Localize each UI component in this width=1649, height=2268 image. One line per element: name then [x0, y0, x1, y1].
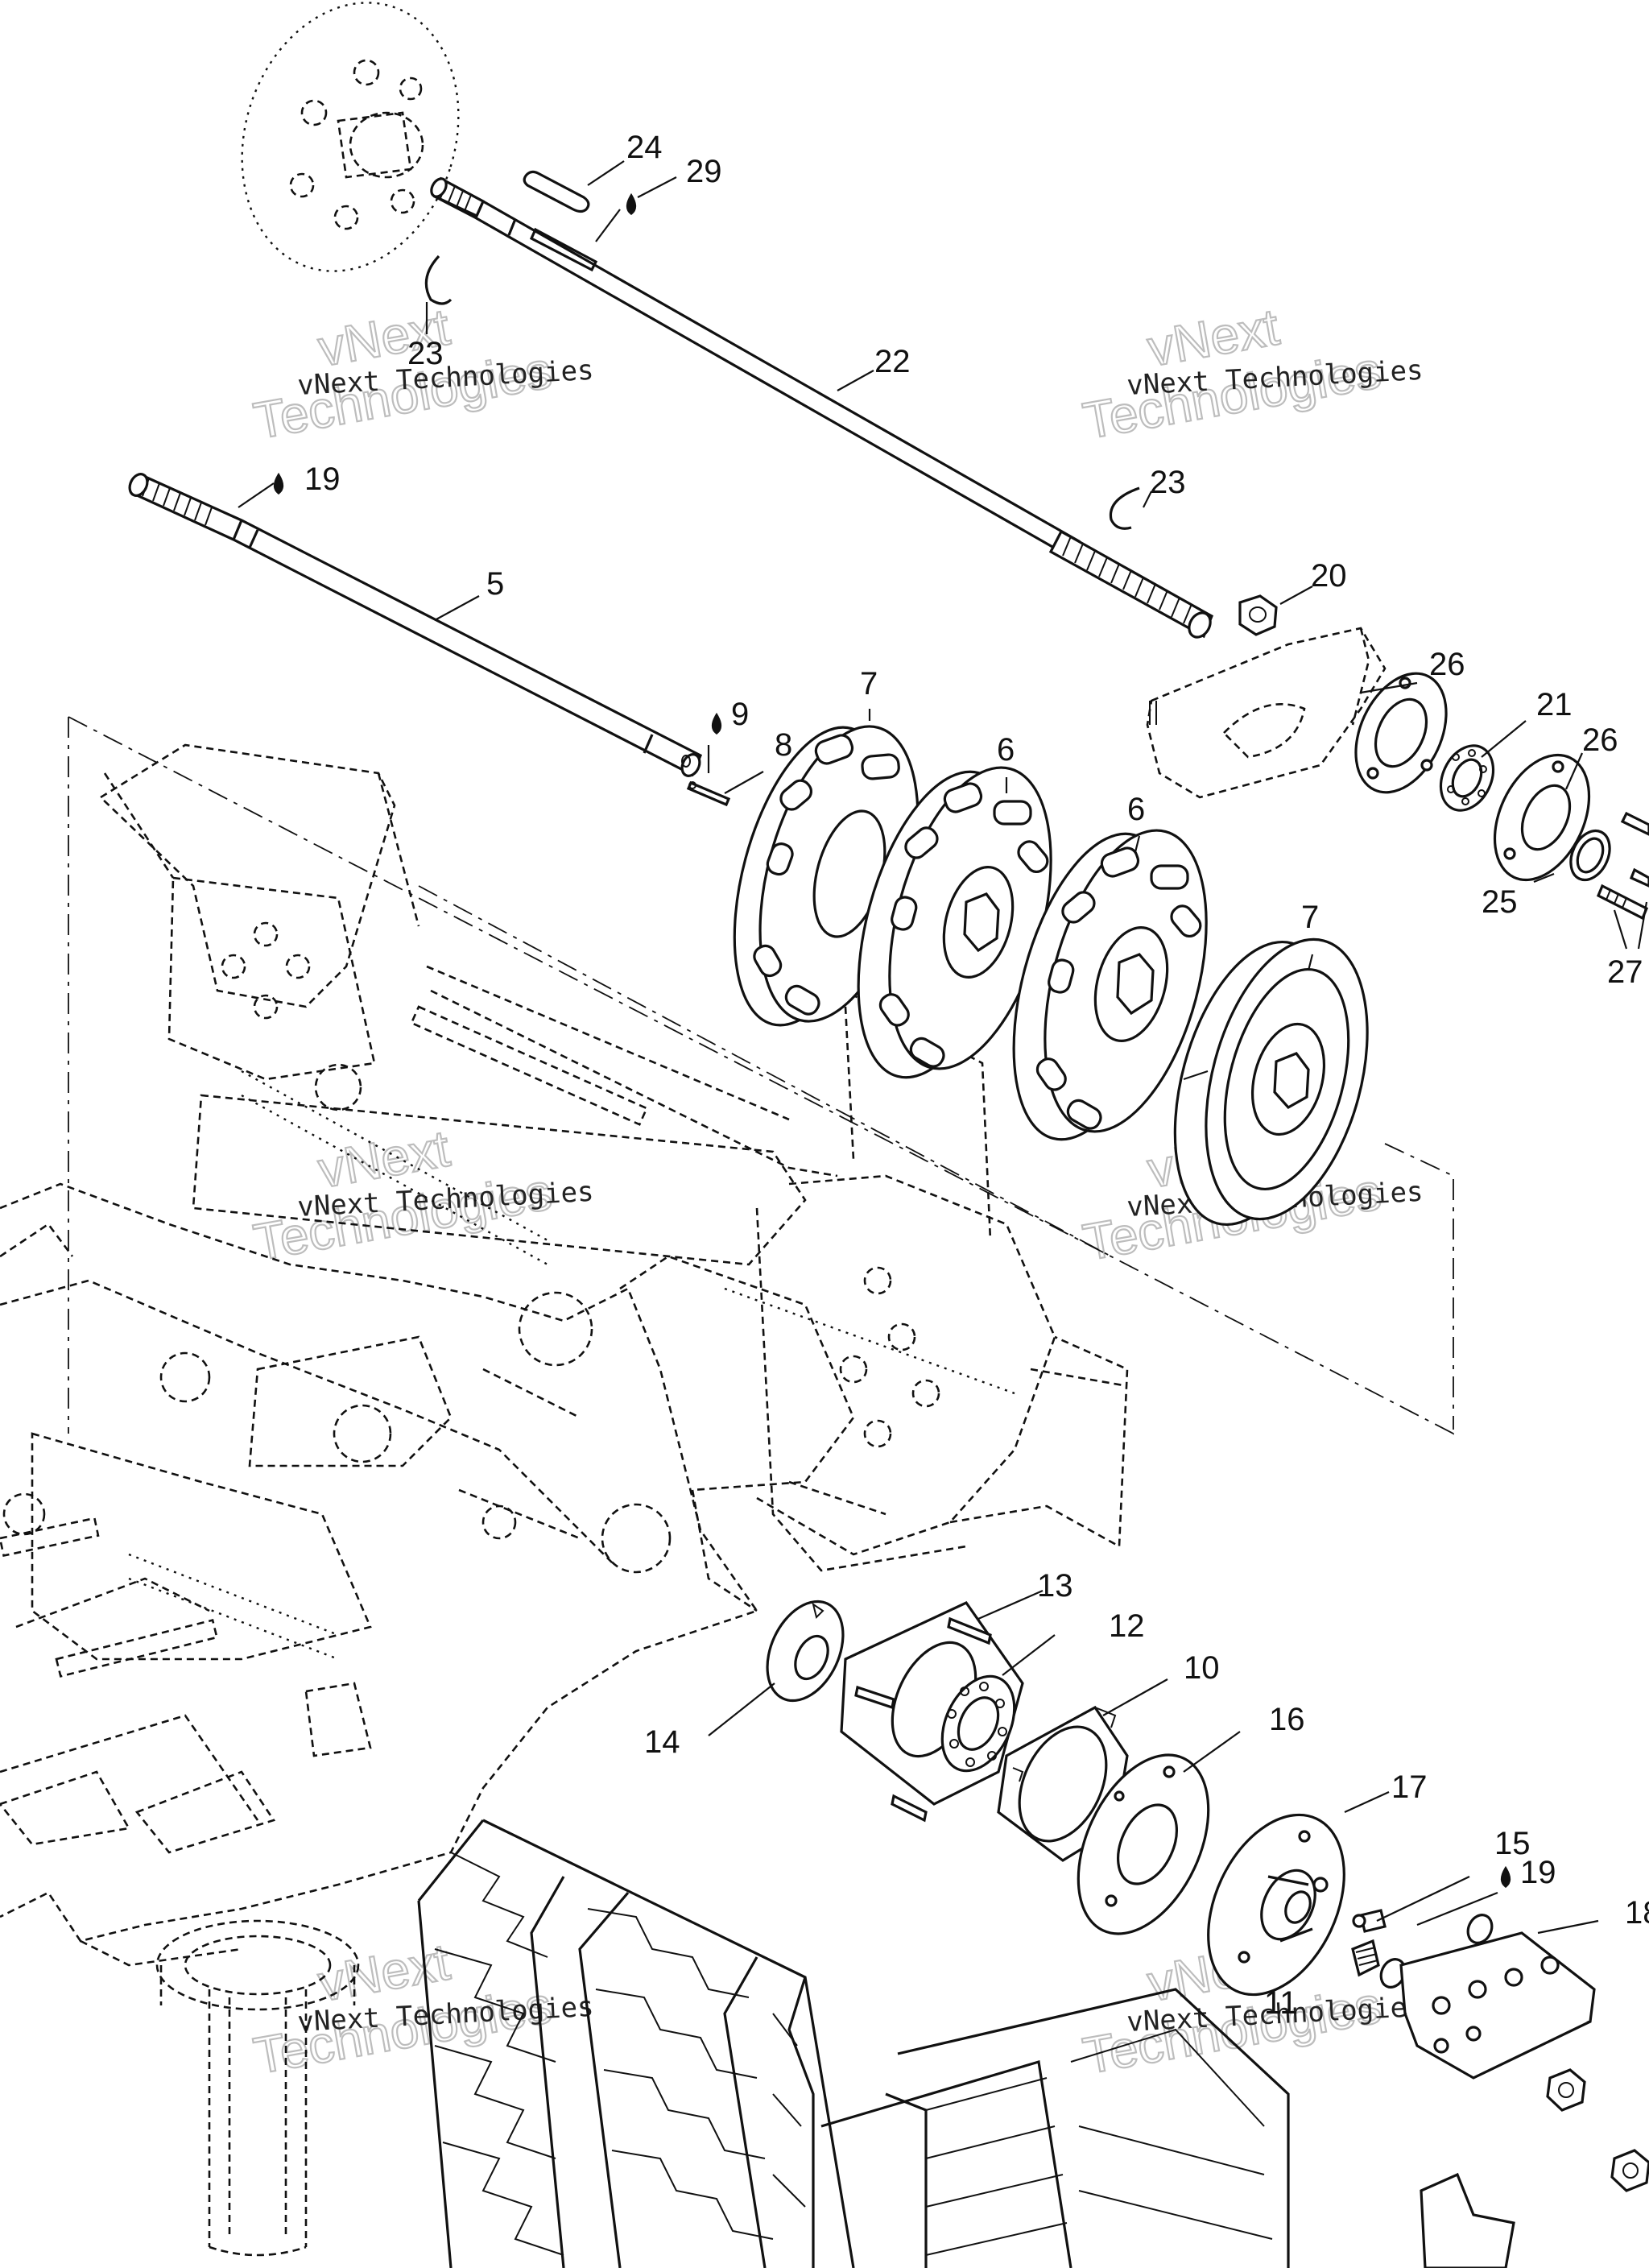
callout-26-right: 26 — [1582, 722, 1618, 758]
callout-27: 27 — [1607, 954, 1643, 990]
callout-8: 8 — [775, 727, 792, 763]
grease-drop-icon — [273, 472, 284, 495]
watermark-2: vNext Technologies vNext Technologies — [1078, 296, 1424, 451]
bearing-flange — [1493, 753, 1591, 882]
pin — [686, 780, 731, 807]
callout-6-right: 6 — [1127, 792, 1145, 827]
callout-26: 26 — [1429, 647, 1465, 682]
pivot-post — [155, 1919, 360, 2257]
callout-7: 7 — [860, 666, 878, 702]
sprocket-6a — [857, 766, 1052, 1079]
brake-disc-phantom — [241, 2, 460, 272]
callout-10: 10 — [1184, 1650, 1220, 1686]
bolts — [1596, 811, 1649, 921]
axle-bracket — [1379, 1914, 1596, 2080]
watermark-1: vNext Technologies vNext Technologies — [249, 296, 595, 451]
sprocket-6b — [1012, 829, 1208, 1141]
grease-drop-icon — [626, 192, 637, 216]
callout-11: 11 — [1264, 1985, 1298, 2021]
callout-6: 6 — [997, 732, 1015, 768]
grease-drop-icon — [711, 712, 722, 735]
chassis-frame — [0, 716, 1454, 2257]
watermark-3: vNext Technologies vNext Technologies — [249, 1118, 595, 1273]
nut — [1546, 2068, 1586, 2112]
callout-23: 23 — [407, 336, 444, 371]
callout-17: 17 — [1391, 1769, 1428, 1805]
callout-19-lower: 19 — [1520, 1855, 1556, 1890]
key — [523, 170, 590, 213]
callout-19: 19 — [304, 461, 341, 497]
hub-flange — [1207, 1813, 1345, 1997]
leader-lines — [238, 160, 1648, 1935]
callout-labels: 24 29 23 22 23 19 5 20 26 21 26 9 8 7 6 … — [304, 130, 1649, 2021]
drive-shaft — [128, 473, 703, 777]
callout-20: 20 — [1311, 558, 1347, 594]
drive-axle — [430, 176, 1214, 639]
callout-15: 15 — [1494, 1826, 1531, 1861]
nut — [1238, 594, 1278, 636]
circlip — [1109, 486, 1140, 530]
ball-bearing — [940, 1674, 1016, 1773]
grease-drop-icon — [1500, 1865, 1511, 1889]
callout-18: 18 — [1625, 1895, 1649, 1931]
callout-7-right: 7 — [1301, 900, 1319, 935]
callout-22: 22 — [874, 344, 911, 379]
callout-16: 16 — [1269, 1702, 1305, 1737]
spring — [1351, 1939, 1380, 1977]
bearing-housing-phantom — [1146, 627, 1387, 799]
callout-21: 21 — [1536, 687, 1573, 722]
grease-drop-icons — [273, 192, 1511, 1889]
callout-24: 24 — [626, 130, 663, 165]
callout-23-right: 23 — [1150, 465, 1186, 500]
callout-9: 9 — [731, 697, 749, 732]
eccentric-washer — [766, 1600, 845, 1703]
track — [417, 1819, 1290, 2268]
clip — [1420, 2172, 1515, 2268]
callout-5: 5 — [486, 566, 504, 602]
callout-12: 12 — [1109, 1608, 1145, 1644]
sprocket-7b — [1173, 937, 1369, 1227]
callout-25: 25 — [1482, 884, 1518, 920]
grease-fitting — [1352, 1909, 1387, 1933]
seal-ring — [1569, 829, 1611, 882]
flat-washer — [1077, 1753, 1210, 1935]
callout-29: 29 — [686, 154, 722, 189]
circlip — [424, 255, 453, 305]
callout-13: 13 — [1037, 1568, 1073, 1604]
nut — [1610, 2149, 1649, 2192]
bearing — [1439, 744, 1495, 812]
callout-14: 14 — [644, 1724, 680, 1760]
